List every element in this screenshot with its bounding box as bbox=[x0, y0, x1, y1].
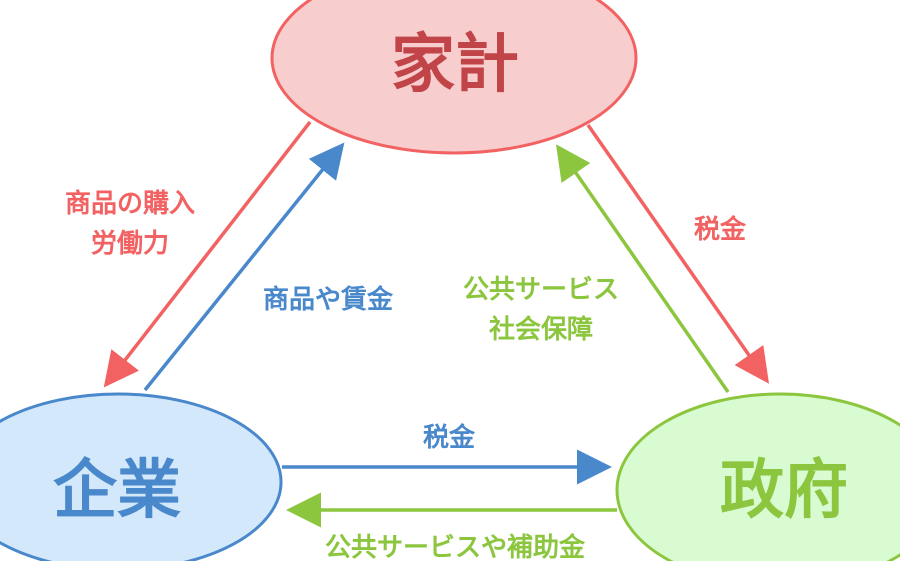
arrow-firm-to-household bbox=[143, 142, 345, 392]
firm-node bbox=[0, 392, 283, 561]
label-labor: 労働力 bbox=[91, 229, 169, 259]
firm-label: 企業 bbox=[53, 454, 181, 528]
household-label: 家計 bbox=[391, 28, 519, 102]
arrow-household-to-government bbox=[586, 123, 770, 384]
label-purchase: 商品の購入 bbox=[65, 188, 195, 219]
government-label: 政府 bbox=[720, 454, 848, 528]
label-tax-household: 税金 bbox=[694, 214, 747, 245]
label-public-services-subsidies: 公共サービスや補助金 bbox=[325, 532, 586, 561]
household-node bbox=[270, 0, 638, 155]
arrow-government-to-household bbox=[556, 144, 730, 393]
label-tax-firm: 税金 bbox=[423, 422, 476, 453]
label-public-services: 公共サービス bbox=[463, 275, 619, 305]
government-node bbox=[615, 392, 900, 561]
arrow-household-to-firm bbox=[103, 120, 312, 388]
label-goods-wages: 商品や賃金 bbox=[263, 284, 394, 315]
label-social-security: 社会保障 bbox=[489, 314, 593, 345]
